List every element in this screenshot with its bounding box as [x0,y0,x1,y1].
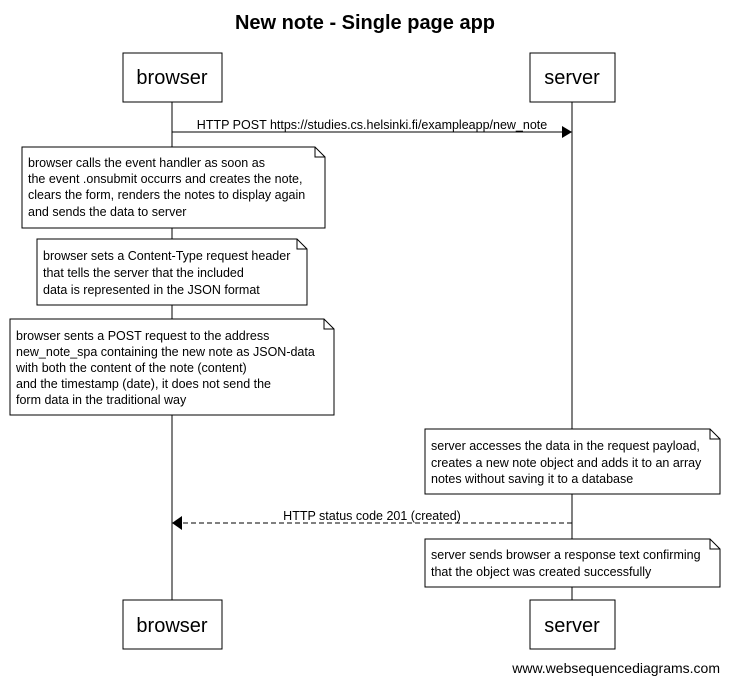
note-line: browser sents a POST request to the addr… [16,329,269,343]
note-line: creates a new note object and adds it to… [431,456,702,470]
server-actor-top: server [529,52,616,103]
server-actor-label: server [544,67,600,89]
note-line: with both the content of the note (conte… [15,361,247,375]
note-line: server sends browser a response text con… [431,548,701,562]
note-server-response: server sends browser a response text con… [424,538,721,588]
browser-actor-label: browser [136,615,207,637]
browser-actor-top: browser [122,52,223,103]
note-server-processing: server accesses the data in the request … [424,428,721,495]
note-line: that tells the server that the included [43,266,244,280]
browser-actor-bottom: browser [122,599,223,650]
server-actor-label: server [544,615,600,637]
note-line: and sends the data to server [28,205,186,219]
note-line: the event .onsubmit occurrs and creates … [28,172,302,186]
note-line: and the timestamp (date), it does not se… [16,377,271,391]
note-content-type: browser sets a Content-Type request head… [36,238,308,306]
note-line: server accesses the data in the request … [431,439,700,453]
note-event-handler: browser calls the event handler as soon … [21,146,326,229]
note-line: clears the form, renders the notes to di… [28,188,305,202]
watermark-text: www.websequencediagrams.com [511,660,720,676]
message-http-post: HTTP POST https://studies.cs.helsinki.fi… [172,118,572,138]
note-line: that the object was created successfully [431,565,652,579]
message-status-201: HTTP status code 201 (created) [172,509,572,530]
browser-actor-label: browser [136,67,207,89]
note-line: browser calls the event handler as soon … [28,156,265,170]
diagram-title: New note - Single page app [235,12,495,34]
message-label: HTTP status code 201 (created) [283,509,461,523]
note-post-request: browser sents a POST request to the addr… [9,318,335,416]
server-actor-bottom: server [529,599,616,650]
note-line: notes without saving it to a database [431,472,633,486]
note-line: browser sets a Content-Type request head… [43,249,290,263]
message-label: HTTP POST https://studies.cs.helsinki.fi… [197,118,547,132]
note-line: data is represented in the JSON format [43,283,260,297]
note-line: new_note_spa containing the new note as … [16,345,315,359]
note-line: form data in the traditional way [16,393,187,407]
